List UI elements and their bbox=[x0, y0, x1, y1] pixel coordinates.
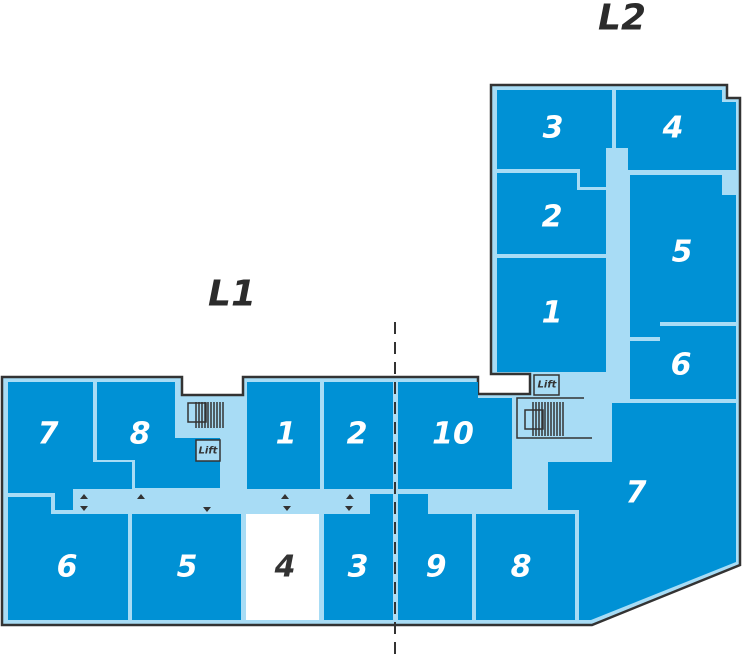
stairs-icon bbox=[516, 397, 592, 439]
unit-l2-1[interactable] bbox=[497, 258, 606, 372]
unit-label: 8 bbox=[130, 417, 151, 452]
unit-label: 10 bbox=[432, 417, 474, 452]
unit-label: 4 bbox=[662, 111, 684, 146]
svg-text:Lift: Lift bbox=[199, 446, 219, 457]
unit-l2-2[interactable] bbox=[497, 173, 606, 254]
unit-label: 6 bbox=[671, 348, 692, 383]
unit-label: 5 bbox=[177, 550, 198, 585]
unit-l2-8[interactable] bbox=[476, 514, 575, 620]
unit-label: 4 bbox=[274, 550, 296, 585]
level-label-l1: L1 bbox=[208, 274, 256, 315]
unit-l1-4[interactable] bbox=[246, 514, 319, 620]
unit-label: 6 bbox=[57, 550, 78, 585]
level-label-l2: L2 bbox=[598, 0, 646, 39]
unit-l1-8[interactable] bbox=[97, 382, 220, 488]
unit-l2-7[interactable] bbox=[548, 403, 736, 620]
unit-label: 8 bbox=[511, 550, 532, 585]
svg-text:Lift: Lift bbox=[538, 380, 558, 391]
unit-label: 7 bbox=[626, 476, 647, 511]
lift-icon: Lift bbox=[533, 374, 560, 396]
unit-l2-9[interactable] bbox=[398, 494, 472, 620]
unit-label: 3 bbox=[348, 550, 369, 585]
unit-label: 3 bbox=[543, 111, 564, 146]
unit-l1-1[interactable] bbox=[247, 382, 320, 489]
unit-label: 7 bbox=[38, 417, 59, 452]
unit-l1-2[interactable] bbox=[324, 382, 393, 489]
unit-label: 2 bbox=[347, 417, 368, 452]
unit-label: 5 bbox=[672, 235, 693, 270]
unit-l2-4[interactable] bbox=[616, 90, 736, 170]
unit-l2-6[interactable] bbox=[630, 326, 736, 399]
unit-label: 1 bbox=[542, 296, 563, 331]
unit-label: 1 bbox=[276, 417, 297, 452]
unit-l1-3[interactable] bbox=[324, 494, 393, 620]
escalator-arrows-icon bbox=[80, 494, 354, 512]
unit-l2-3[interactable] bbox=[497, 90, 612, 187]
lift-icon: Lift bbox=[195, 439, 221, 462]
stairs-icon bbox=[187, 402, 224, 428]
unit-l2-5[interactable] bbox=[630, 175, 736, 337]
unit-label: 2 bbox=[542, 200, 563, 235]
unit-label: 9 bbox=[426, 550, 447, 585]
unit-l2-10[interactable] bbox=[398, 382, 512, 489]
unit-l1-5[interactable] bbox=[132, 514, 241, 620]
unit-l1-6[interactable] bbox=[8, 497, 128, 620]
unit-l1-7[interactable] bbox=[8, 382, 132, 510]
